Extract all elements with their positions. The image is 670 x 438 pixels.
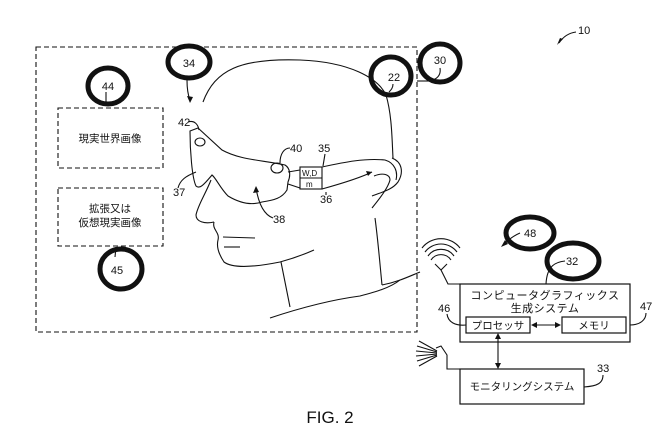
headset-labels: 42 40 35 36 37 38 34 22 30	[165, 41, 463, 226]
module-text-top: W,D	[302, 169, 317, 178]
lens-right-marker	[270, 162, 284, 174]
ref-46: 46	[438, 303, 450, 315]
chin	[213, 221, 281, 268]
ref-34: 34	[183, 58, 195, 70]
ref-48: 48	[524, 228, 536, 240]
monitoring-system-label: モニタリングシステム	[470, 380, 575, 393]
overall-reference: 10	[557, 25, 590, 45]
ear	[371, 157, 402, 197]
block-diagram: 48 32 コンピュータグラフィックス 生成システム プロセッサ 46 メモリ …	[415, 214, 652, 405]
ear-inner	[371, 173, 391, 209]
lens-left-marker	[194, 137, 206, 147]
ref-45-circle	[97, 246, 145, 292]
ref-38: 38	[273, 214, 285, 226]
virtual-image-label-line1: 拡張又は	[89, 202, 131, 215]
figure-caption: FIG. 2	[306, 408, 353, 427]
cg-system-label-line1: コンピュータグラフィックス	[471, 288, 620, 302]
ref-40: 40	[290, 143, 302, 155]
processor-label: プロセッサ	[472, 320, 525, 332]
ref-37: 37	[173, 187, 185, 199]
module-text-bottom: m	[306, 180, 313, 189]
ref-44-circle	[85, 65, 131, 107]
ref-35: 35	[318, 143, 330, 155]
ref-36: 36	[320, 194, 332, 206]
real-world-image-label: 現実世界画像	[79, 132, 142, 145]
cg-system-label-line2: 生成システム	[511, 301, 580, 315]
shoulder	[269, 279, 401, 319]
head-drawing	[195, 59, 421, 319]
ref-42: 42	[178, 117, 190, 129]
ref-44: 44	[102, 81, 114, 93]
wireless-antenna-icon	[421, 238, 461, 285]
virtual-image-box: 拡張又は 仮想現実画像 45	[57, 187, 164, 292]
ref-45: 45	[111, 265, 123, 277]
ref-22-circle	[368, 54, 414, 98]
ref-22: 22	[388, 72, 400, 84]
ref-10: 10	[578, 25, 590, 37]
ref-32-circle	[544, 240, 602, 282]
memory-label: メモリ	[578, 320, 610, 332]
memory-box	[561, 316, 627, 334]
ref-30: 30	[434, 55, 446, 67]
nose	[195, 179, 215, 224]
monitoring-system-box	[459, 368, 585, 405]
ref-32: 32	[566, 256, 578, 268]
ref-30-circle	[417, 41, 463, 85]
real-world-image-box: 現実世界画像 44	[57, 65, 164, 169]
ref-48-circle	[503, 214, 557, 252]
virtual-image-label-line2: 仮想現実画像	[79, 216, 142, 229]
visor	[189, 127, 291, 205]
sensor-emitter-icon	[415, 340, 460, 370]
display-panel-frame	[35, 46, 418, 333]
ref-34-circle	[165, 43, 213, 81]
ref-47: 47	[640, 301, 652, 313]
headset-drawing: W,D m	[189, 127, 398, 205]
head-outline	[202, 59, 394, 159]
ref-33: 33	[597, 363, 609, 375]
